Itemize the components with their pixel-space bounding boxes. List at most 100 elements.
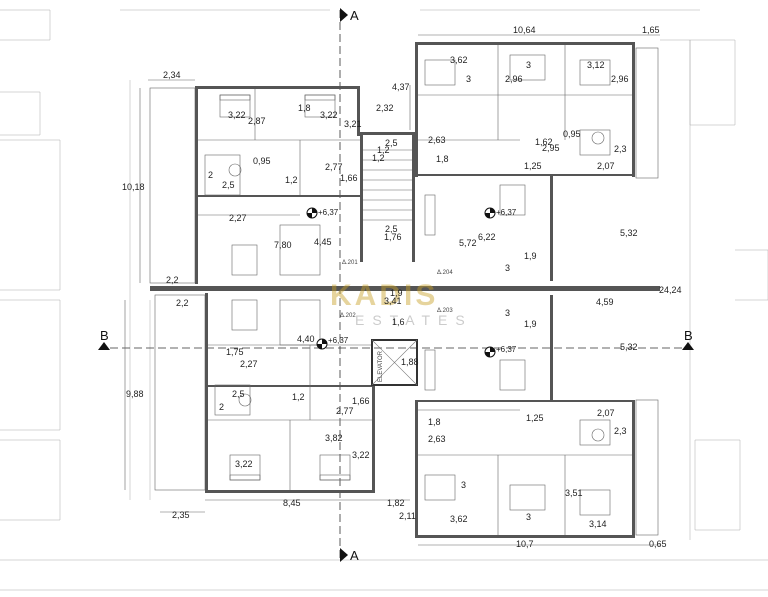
dimension: 3,22 bbox=[320, 110, 338, 120]
level-label: +6,37 bbox=[496, 345, 517, 354]
dimension: 1,6 bbox=[392, 317, 405, 327]
watermark-subtitle: ESTATES bbox=[355, 312, 473, 328]
section-arrow-icon bbox=[340, 8, 348, 22]
dimension: 7,80 bbox=[274, 240, 292, 250]
dimension: 3,22 bbox=[235, 459, 253, 469]
dimension: 2,35 bbox=[172, 510, 190, 520]
dimension: 1,2 bbox=[292, 392, 305, 402]
dimension: 1,76 bbox=[384, 232, 402, 242]
dimension: 3,22 bbox=[228, 110, 246, 120]
section-label: A bbox=[350, 548, 359, 563]
dimension: 1,25 bbox=[526, 413, 544, 423]
dimension: 2,07 bbox=[597, 161, 615, 171]
watermark-logo: KADIS bbox=[330, 279, 438, 312]
dimension: 1,2 bbox=[372, 153, 385, 163]
dimension-lines bbox=[124, 34, 660, 546]
bed-icon bbox=[219, 54, 611, 516]
dimension: 0,95 bbox=[563, 129, 581, 139]
dimension: 1,25 bbox=[524, 161, 542, 171]
dimension: 5,72 bbox=[459, 238, 477, 248]
dimension: 2,96 bbox=[611, 74, 629, 84]
dimension: 3 bbox=[526, 512, 531, 522]
furniture bbox=[204, 54, 611, 516]
dimension: 2,2 bbox=[166, 275, 179, 285]
bathroom-fixture-icon bbox=[204, 129, 611, 446]
dimension: 1,2 bbox=[285, 175, 298, 185]
section-a-bottom: A bbox=[340, 548, 359, 563]
flat-code: Δ.204 bbox=[437, 270, 453, 276]
level-marker-icon: +6,37 bbox=[306, 207, 339, 219]
dimension: 4,45 bbox=[314, 237, 332, 247]
dimension: 2,77 bbox=[336, 406, 354, 416]
dimension: 2,34 bbox=[163, 70, 181, 80]
dimension: 3,62 bbox=[450, 514, 468, 524]
dimension: 3 bbox=[466, 74, 471, 84]
dimension: 6,22 bbox=[478, 232, 496, 242]
dimension: 2,77 bbox=[325, 162, 343, 172]
dimension: 1,2 bbox=[377, 145, 390, 155]
dimension: 2,5 bbox=[222, 180, 235, 190]
dimension: 2,87 bbox=[248, 116, 266, 126]
dimension: 1,8 bbox=[428, 417, 441, 427]
dimension: 3,62 bbox=[450, 55, 468, 65]
dimension: 3,82 bbox=[325, 433, 343, 443]
dimension: 4,37 bbox=[392, 82, 410, 92]
flat-code: Δ.202 bbox=[340, 313, 356, 319]
section-b-left: B bbox=[98, 328, 110, 350]
section-arrow-icon bbox=[682, 342, 694, 350]
dimension: 9,88 bbox=[126, 389, 144, 399]
level-markers: +6,37 +6,37 +6,37 +6,37 bbox=[306, 207, 517, 358]
elevator-label: ELEVATOR bbox=[378, 350, 384, 382]
dimension: 0,65 bbox=[649, 539, 667, 549]
dimension: 1,9 bbox=[524, 319, 537, 329]
dimension: 4,59 bbox=[596, 297, 614, 307]
balconies bbox=[149, 47, 659, 536]
dimension: 2 bbox=[208, 170, 213, 180]
flat-code: Δ.201 bbox=[342, 260, 358, 266]
section-arrow-icon bbox=[340, 548, 348, 562]
dimension: 2,3 bbox=[614, 426, 627, 436]
dimension: 2,96 bbox=[505, 74, 523, 84]
dimension: 2,63 bbox=[428, 135, 446, 145]
dimension: 0,95 bbox=[253, 156, 271, 166]
section-a-top: A bbox=[340, 8, 359, 23]
dimension: 2,5 bbox=[385, 224, 398, 234]
level-label: +6,37 bbox=[318, 208, 339, 217]
site-context bbox=[0, 9, 768, 591]
flat-code: Δ.203 bbox=[437, 308, 453, 314]
dimension: 3,22 bbox=[352, 450, 370, 460]
dimension: 1,66 bbox=[340, 173, 358, 183]
dimension: 2,63 bbox=[428, 434, 446, 444]
dimension: 2,07 bbox=[597, 408, 615, 418]
dimension: 2,27 bbox=[240, 359, 258, 369]
dimension: 3,12 bbox=[587, 60, 605, 70]
dimension: 3,14 bbox=[589, 519, 607, 529]
dimension: 2,2 bbox=[176, 298, 189, 308]
dimension: 3,51 bbox=[565, 488, 583, 498]
dimension: 4,40 bbox=[297, 334, 315, 344]
dimension: 10,7 bbox=[516, 539, 534, 549]
dimension: 5,32 bbox=[620, 228, 638, 238]
dimension: 2,5 bbox=[232, 389, 245, 399]
dimension: 1,9 bbox=[390, 288, 403, 298]
dimension: 3,41 bbox=[384, 296, 402, 306]
dimension: 1,82 bbox=[387, 498, 405, 508]
walls bbox=[150, 42, 660, 538]
section-b-right: B bbox=[682, 328, 694, 350]
dimension-labels: 2,34 4,37 2,32 10,18 3,22 2,87 1,8 3,22 … bbox=[122, 25, 682, 549]
dimension: 2,27 bbox=[229, 213, 247, 223]
dimension: 3 bbox=[505, 263, 510, 273]
dimension: 1,62 bbox=[535, 137, 553, 147]
dimension: 2,11 bbox=[399, 511, 416, 521]
dimension: 3 bbox=[526, 60, 531, 70]
elevator-shaft: ELEVATOR bbox=[371, 339, 418, 386]
dimension: 3,21 bbox=[344, 119, 362, 129]
dimension: 2,32 bbox=[376, 103, 394, 113]
dimension: 3 bbox=[461, 480, 466, 490]
dimension: 1,75 bbox=[226, 347, 244, 357]
flat-codes: Δ.201 Δ.202 Δ.203 Δ.204 bbox=[340, 260, 453, 319]
watermark: KADIS ESTATES bbox=[330, 279, 473, 328]
section-label: A bbox=[350, 8, 359, 23]
level-label: +6,37 bbox=[496, 208, 517, 217]
